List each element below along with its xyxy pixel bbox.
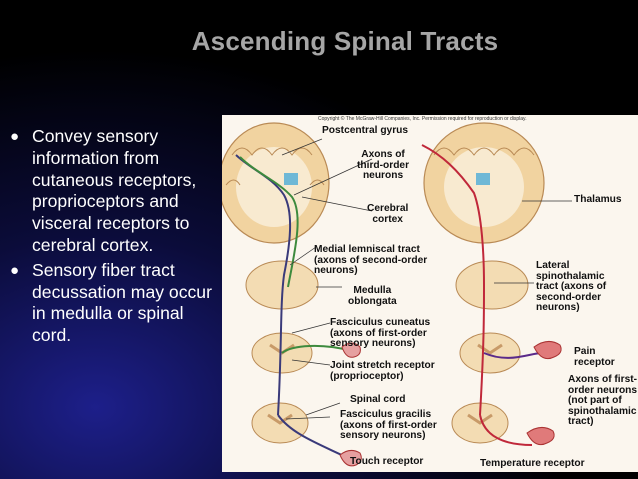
- label-touch-receptor: Touch receptor: [350, 456, 424, 467]
- label-temperature-receptor: Temperature receptor: [480, 458, 585, 469]
- label-leader-lines: [281, 138, 572, 420]
- bullet-text: Convey sensory information from cutaneou…: [32, 126, 197, 255]
- pain-receptor-icon: [533, 341, 562, 360]
- bullet-list: ● Convey sensory information from cutane…: [10, 126, 225, 350]
- bullet-text: Sensory fiber tract decussation may occu…: [32, 259, 212, 346]
- label-lateral-spinothalamic-tract: Lateral spinothalamic tract (axons of se…: [536, 260, 607, 314]
- label-axons-third-order: Axons of third-order neurons: [357, 149, 410, 182]
- bullet-item: ● Sensory fiber tract decussation may oc…: [10, 260, 225, 347]
- label-axons-first-order: Axons of first- order neurons (not part …: [568, 374, 638, 428]
- right-brain-section: [423, 122, 545, 244]
- label-thalamus: Thalamus: [574, 194, 622, 205]
- lumbar-sections: [251, 402, 509, 444]
- bullet-item: ● Convey sensory information from cutane…: [10, 126, 225, 257]
- label-pain-receptor: Pain receptor: [574, 346, 615, 368]
- label-spinal-cord: Spinal cord: [350, 394, 406, 405]
- touch-receptor-icon: [339, 449, 362, 467]
- label-cerebral-cortex: Cerebral cortex: [367, 203, 409, 225]
- label-postcentral-gyrus: Postcentral gyrus: [322, 125, 409, 136]
- label-fasciculus-gracilis: Fasciculus gracilis (axons of first-orde…: [340, 409, 437, 442]
- label-medial-lemniscal-tract: Medial lemniscal tract (axons of second-…: [314, 244, 428, 277]
- spinal-tracts-figure: Copyright © The McGraw-Hill Companies, I…: [222, 115, 638, 472]
- temperature-receptor-icon: [526, 427, 555, 446]
- figure-copyright: Copyright © The McGraw-Hill Companies, I…: [318, 116, 527, 122]
- figure-illustration: [222, 122, 572, 467]
- slide-title: Ascending Spinal Tracts: [191, 26, 499, 56]
- bullet-dot-icon: ●: [10, 128, 20, 145]
- label-medulla-oblongata: Medulla oblongata: [348, 285, 397, 307]
- bullet-dot-icon: ●: [10, 261, 20, 279]
- joint-stretch-receptor-icon: [341, 342, 361, 358]
- label-fasciculus-cuneatus: Fasciculus cuneatus (axons of first-orde…: [330, 317, 431, 350]
- label-joint-stretch-receptor: Joint stretch receptor (proprioceptor): [330, 360, 435, 382]
